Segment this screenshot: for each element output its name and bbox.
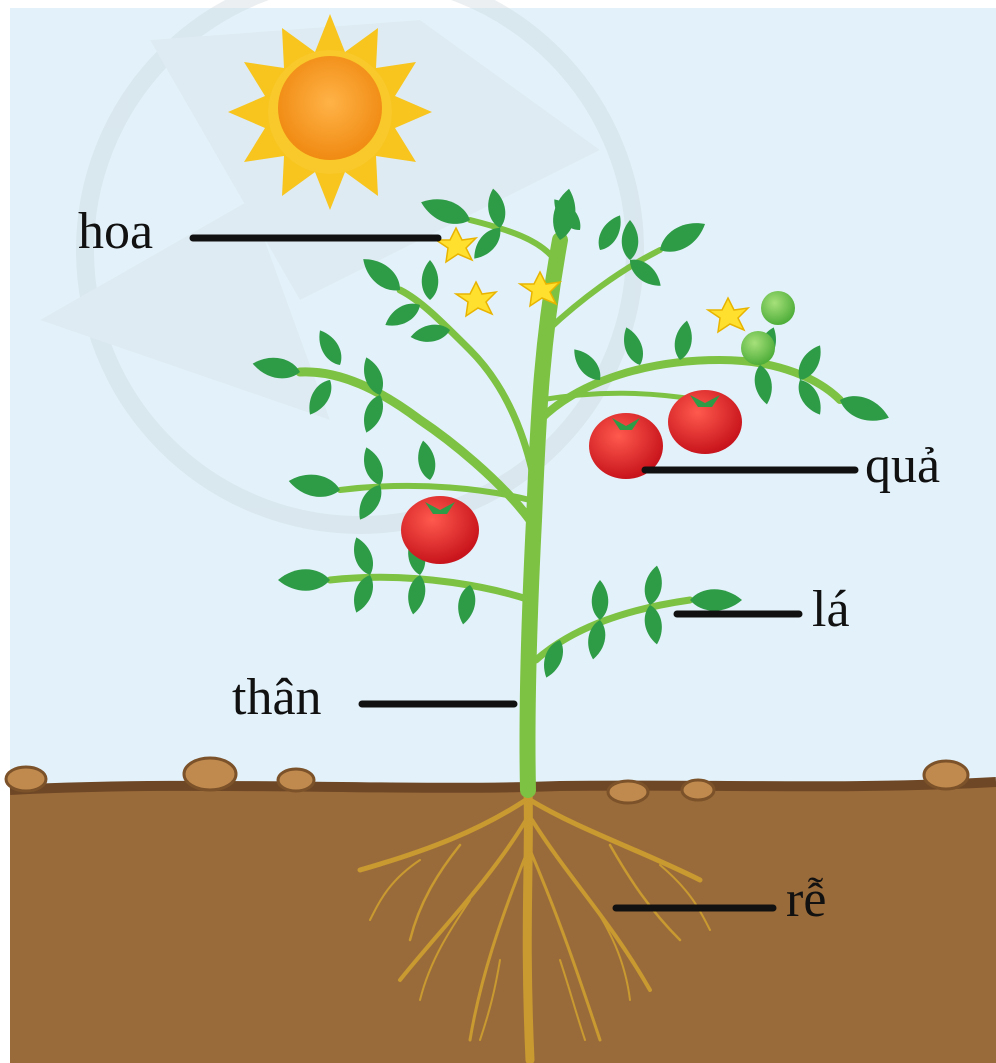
label-root: rễ — [786, 874, 826, 926]
label-leaf: lá — [812, 584, 850, 636]
label-fruit: quả — [865, 440, 940, 492]
label-flower: hoa — [78, 206, 153, 258]
soil — [10, 782, 996, 1063]
label-stem: thân — [232, 672, 322, 724]
